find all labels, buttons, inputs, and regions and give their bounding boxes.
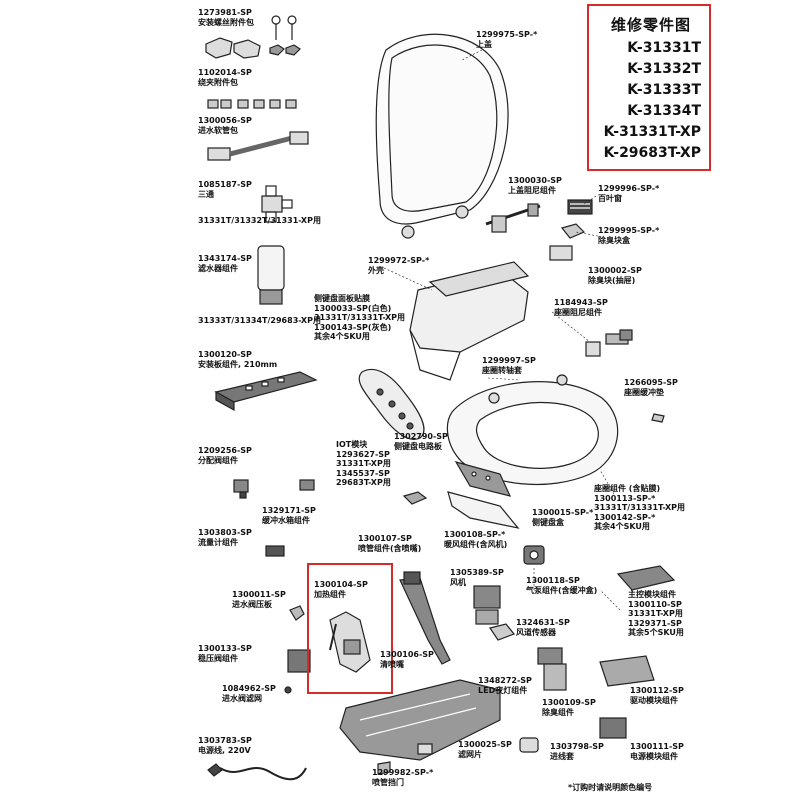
filter-mesh-illustration [417, 743, 433, 755]
model-5: K-31331T-XP [603, 124, 701, 140]
nozzle-door-illustration [377, 761, 391, 775]
seat-bumper-illustration [651, 413, 665, 423]
model-4: K-31334T [627, 103, 701, 119]
air-pump-illustration [523, 545, 545, 565]
drive-module-illustration [599, 655, 655, 687]
heater-highlight-box [307, 563, 393, 694]
part-label-1300015: 1300015-SP-*侧键盘盒 [532, 508, 594, 527]
valve-illustration [233, 479, 315, 557]
diagram-title: 维修零件图 [611, 16, 692, 34]
model-6: K-29683T-XP [603, 145, 701, 161]
side-key-box-illustration [447, 491, 520, 529]
iot-module-illustration [402, 491, 428, 505]
panel-film-illustration [358, 368, 425, 440]
louver-illustration [567, 199, 593, 215]
fan-illustration [473, 585, 515, 641]
inlet-sleeve-illustration [519, 737, 539, 753]
inlet-valve-illustration [284, 605, 311, 694]
side-circuit-board-illustration [454, 461, 512, 497]
model-3: K-31333T [627, 82, 701, 98]
power-module-illustration [599, 717, 627, 739]
part-label-1085187-note: 31331T/31332T/31331-XP用 [198, 216, 321, 225]
deodor-assembly-illustration [537, 647, 567, 691]
clip-pack-illustration [207, 99, 297, 109]
deodor-box-illustration [549, 223, 586, 261]
housing-illustration [409, 261, 530, 381]
part-label-1300108: 1300108-SP-*暖风组件(含风机) [444, 530, 508, 549]
part-label-1299982: 1299982-SP-*喷管挡门 [372, 768, 434, 787]
seat-damper-illustration [585, 329, 633, 357]
filter-illustration [257, 245, 285, 305]
model-list-box: 维修零件图 K-31331T K-31332T K-31333T K-31334… [587, 4, 711, 171]
seat-illustration [446, 374, 619, 486]
part-label-1299995: 1299995-SP-*除臭块盒 [598, 226, 660, 245]
inlet-hose-illustration [207, 131, 309, 161]
main-control-illustration [616, 565, 676, 591]
heater-illustration [329, 611, 371, 673]
part-label-1299975: 1299975-SP-*上盖 [476, 30, 538, 49]
model-1: K-31331T [627, 40, 701, 56]
base-illustration [339, 679, 501, 761]
mounting-plate-illustration [214, 371, 318, 412]
lid-damper-illustration [485, 203, 541, 233]
lid-illustration [375, 33, 509, 239]
part-label-1299996: 1299996-SP-*百叶窗 [598, 184, 660, 203]
tee-fitting-illustration [261, 185, 293, 223]
order-note: *订购时请说明颜色编号 [568, 783, 653, 792]
screw-pack-illustration [205, 15, 301, 59]
part-label-1343174-note: 31333T/31334T/29683-XP用 [198, 316, 321, 325]
part-label-1299972: 1299972-SP-*外壳 [368, 256, 430, 275]
model-2: K-31332T [627, 61, 701, 77]
power-cord-illustration [207, 763, 307, 781]
nozzle-illustration [399, 571, 451, 665]
